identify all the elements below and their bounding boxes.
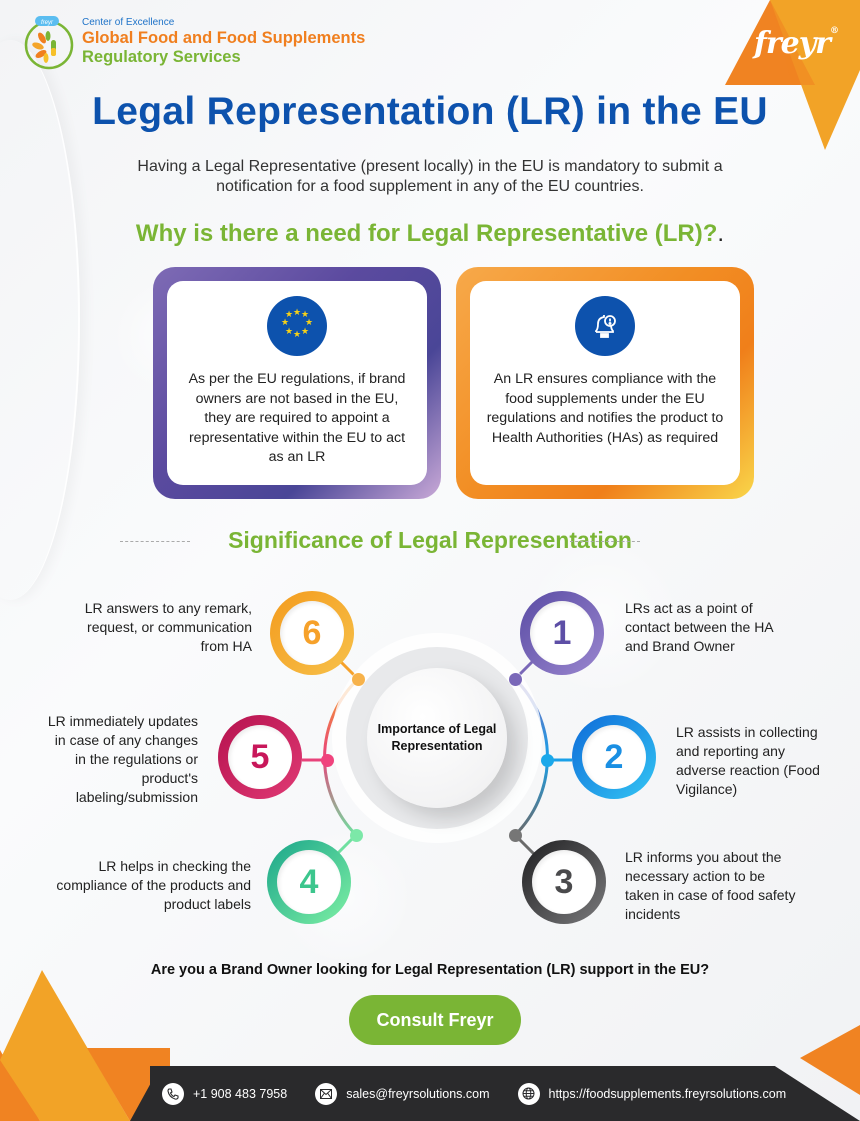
- node-6: [352, 673, 365, 686]
- service-title-line2: Regulatory Services: [82, 48, 241, 66]
- node-4: [350, 829, 363, 842]
- bell-alert-icon: [575, 296, 635, 356]
- statement-4: LR helps in checking the compliance of t…: [56, 858, 251, 912]
- consult-freyr-button[interactable]: Consult Freyr: [349, 995, 521, 1045]
- phone-icon: [162, 1082, 184, 1105]
- reason-text-1: As per the EU regulations, if brand owne…: [188, 371, 406, 465]
- step-6-badge: 6: [270, 591, 354, 675]
- why-heading: Why is there a need for Legal Representa…: [135, 220, 725, 247]
- svg-text:★: ★: [301, 309, 309, 319]
- website-url: https://foodsupplements.freyrsolutions.c…: [548, 1086, 787, 1101]
- step-1-badge: 1: [520, 591, 604, 675]
- email-address: sales@freyrsolutions.com: [346, 1086, 490, 1101]
- statement-2: LR assists in collecting and reporting a…: [676, 724, 820, 797]
- reason-card-compliance: An LR ensures compliance with the food s…: [456, 267, 754, 499]
- background-swoosh: [0, 40, 80, 600]
- svg-text:★: ★: [285, 309, 293, 319]
- coe-header: Center of Excellence Global Food and Foo…: [82, 17, 365, 67]
- decorative-triangle-bottom-right: [800, 1025, 860, 1095]
- svg-text:★: ★: [301, 326, 309, 336]
- step-3-badge: 3: [522, 840, 606, 924]
- contact-footer: +1 908 483 7958 sales@freyrsolutions.com…: [150, 1066, 860, 1121]
- website-contact[interactable]: https://foodsupplements.freyrsolutions.c…: [517, 1082, 787, 1105]
- node-5: [321, 754, 334, 767]
- statement-6: LR answers to any remark, request, or co…: [84, 600, 252, 654]
- node-2: [541, 754, 554, 767]
- significance-diagram: Importance of Legal Representation 6 5 4…: [0, 570, 860, 960]
- phone-contact[interactable]: +1 908 483 7958: [162, 1082, 288, 1105]
- reason-card-eu-regulations: ★★★ ★★★ ★★ As per the EU regulations, if…: [153, 267, 441, 499]
- svg-text:★: ★: [305, 317, 313, 327]
- coe-label: Center of Excellence: [82, 17, 175, 28]
- email-contact[interactable]: sales@freyrsolutions.com: [315, 1082, 490, 1105]
- freyr-logo[interactable]: freyr®: [753, 26, 839, 61]
- statement-5: LR immediately updates in case of any ch…: [47, 713, 198, 805]
- phone-number: +1 908 483 7958: [193, 1086, 288, 1101]
- node-1: [509, 673, 522, 686]
- step-4-badge: 4: [267, 840, 351, 924]
- step-5-badge: 5: [218, 715, 302, 799]
- decorative-triangles-top-right: [725, 0, 860, 150]
- svg-text:freyr: freyr: [41, 20, 54, 26]
- statement-1: LRs act as a point of contact between th…: [625, 600, 773, 654]
- cta-question: Are you a Brand Owner looking for Legal …: [150, 962, 710, 978]
- svg-text:★: ★: [293, 329, 301, 339]
- node-3: [509, 829, 522, 842]
- coe-logo-icon: freyr: [24, 16, 74, 70]
- divider-left: [120, 541, 190, 542]
- intro-text: Having a Legal Representative (present l…: [137, 158, 723, 195]
- center-label: Importance of Legal Representation: [367, 668, 507, 808]
- email-icon: [315, 1082, 338, 1105]
- significance-heading: Significance of Legal Representation: [228, 527, 632, 553]
- globe-icon: [517, 1082, 540, 1105]
- svg-text:★: ★: [293, 307, 301, 317]
- page-title: Legal Representation (LR) in the EU: [92, 90, 768, 133]
- decorative-triangles-bottom-left: [0, 970, 170, 1121]
- divider-right: [570, 541, 640, 542]
- eu-flag-icon: ★★★ ★★★ ★★: [267, 296, 327, 356]
- svg-text:★: ★: [285, 326, 293, 336]
- service-title-line1: Global Food and Food Supplements: [82, 29, 366, 47]
- step-2-badge: 2: [572, 715, 656, 799]
- statement-3: LR informs you about the necessary actio…: [625, 849, 796, 922]
- svg-text:★: ★: [281, 317, 289, 327]
- reason-text-2: An LR ensures compliance with the food s…: [486, 371, 724, 446]
